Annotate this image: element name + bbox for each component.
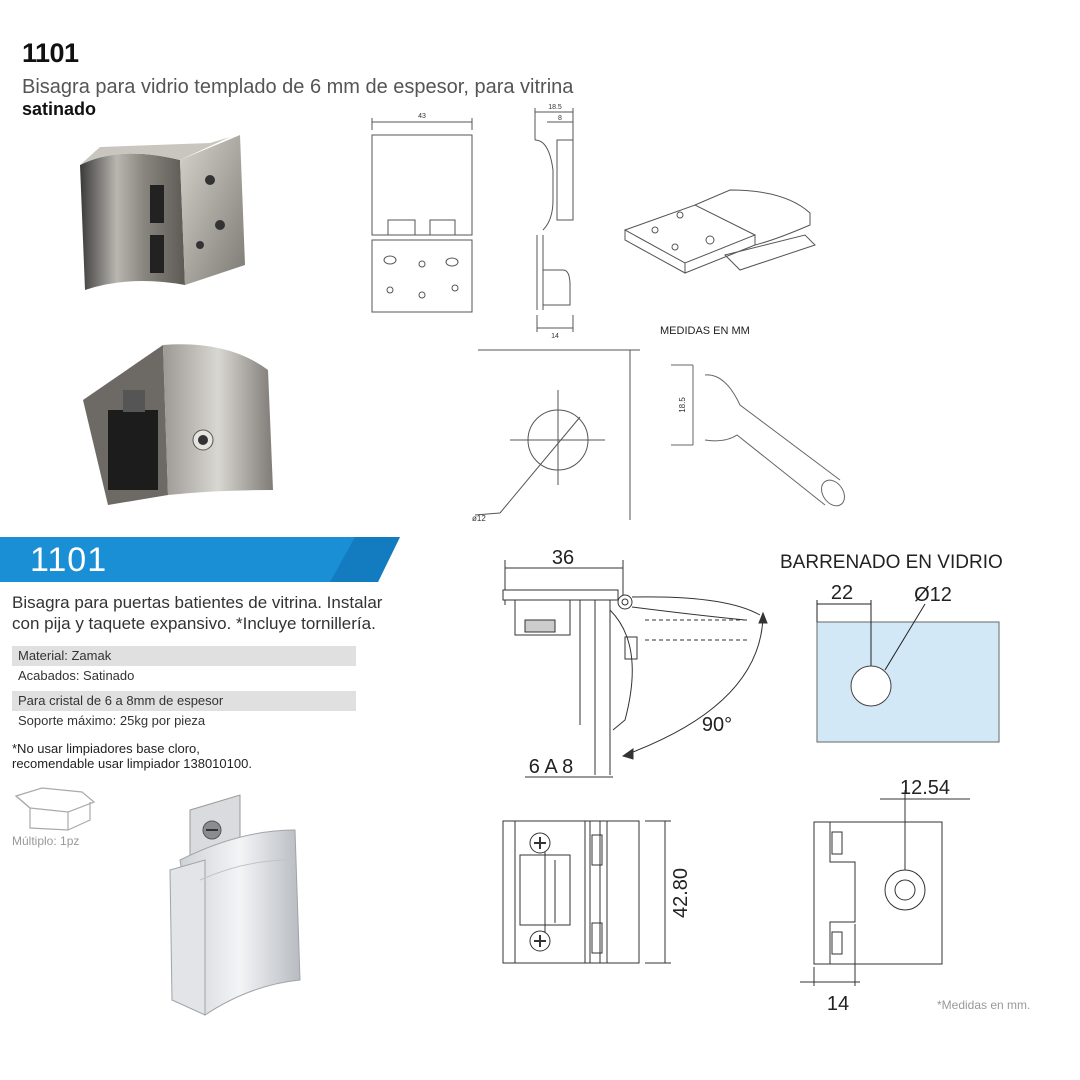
technical-isometric-view bbox=[623, 189, 816, 274]
dim-12-54: 12.54 bbox=[900, 777, 950, 799]
multiple-label: Múltiplo: 1pz bbox=[12, 834, 80, 848]
dim-42-80: 42.80 bbox=[670, 868, 692, 918]
dim-diam-12-top: ø12 bbox=[472, 514, 486, 523]
dim-90-deg: 90° bbox=[702, 714, 732, 736]
dim-diam: Ø12 bbox=[914, 584, 952, 606]
product-banner bbox=[0, 537, 400, 582]
package-icon bbox=[14, 787, 96, 831]
hinge-render bbox=[169, 794, 301, 1016]
drill-detail-top: ø12 bbox=[472, 349, 640, 523]
hinge-photo-back bbox=[83, 344, 273, 505]
dim-6-a-8: 6 A 8 bbox=[529, 756, 574, 778]
product-title: Bisagra para vidrio templado de 6 mm de … bbox=[22, 76, 574, 98]
measurements-note: *Medidas en mm. bbox=[937, 998, 1031, 1012]
swing-diagram: 36 90° 6 A 8 bbox=[502, 547, 768, 778]
cleaning-note: *No usar limpiadores base cloro, recomen… bbox=[12, 741, 332, 771]
dim-14-bottom: 14 bbox=[827, 993, 849, 1015]
spec-glass: Para cristal de 6 a 8mm de espesor bbox=[12, 691, 356, 711]
back-view-diagram: 12.54 14 bbox=[800, 777, 970, 1015]
product-code: 1101 bbox=[22, 38, 79, 68]
dim-18-5: 18.5 bbox=[548, 104, 562, 111]
dim-14-top: 14 bbox=[551, 333, 559, 340]
banner-code: 1101 bbox=[30, 541, 108, 579]
spec-finish: Acabados: Satinado bbox=[18, 668, 135, 683]
product-finish: satinado bbox=[22, 99, 97, 119]
technical-front-view: 43 bbox=[371, 113, 473, 313]
hinge-photo-front bbox=[80, 135, 245, 290]
anchor-sketch: 18.5 bbox=[671, 364, 845, 507]
dim-43: 43 bbox=[418, 113, 426, 120]
glass-panel bbox=[816, 621, 1000, 743]
front-view-diagram: 42.80 bbox=[502, 820, 692, 964]
technical-side-view: 18.5 8 14 bbox=[534, 104, 574, 340]
spec-load: Soporte máximo: 25kg por pieza bbox=[18, 713, 206, 728]
dim-22: 22 bbox=[831, 582, 853, 604]
medidas-label: MEDIDAS EN MM bbox=[660, 325, 750, 337]
product-description: Bisagra para puertas batientes de vitrin… bbox=[12, 593, 383, 633]
dim-36: 36 bbox=[552, 547, 574, 569]
cleaning-note-line1: *No usar limpiadores base cloro, bbox=[12, 741, 200, 756]
drilling-title: BARRENADO EN VIDRIO bbox=[780, 552, 1003, 573]
glass-drilling-diagram: 22 Ø12 bbox=[816, 582, 1000, 743]
dim-18-5-side: 18.5 bbox=[678, 397, 687, 413]
dim-8: 8 bbox=[558, 115, 562, 122]
spec-material: Material: Zamak bbox=[12, 646, 356, 666]
cleaning-note-line2: recomendable usar limpiador 138010100. bbox=[12, 756, 252, 771]
